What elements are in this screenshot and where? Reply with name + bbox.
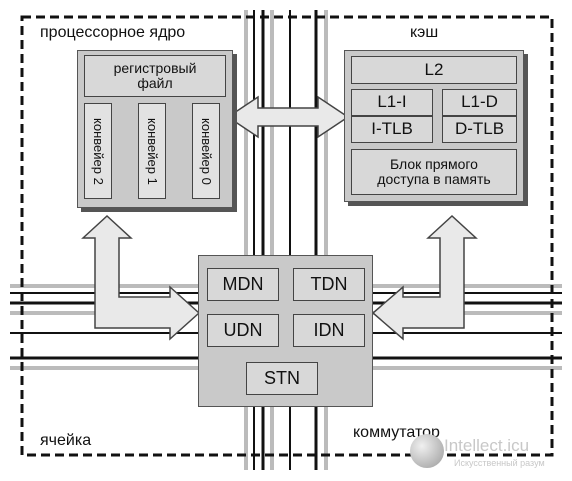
dma-label: Блок прямого доступа в память	[377, 155, 491, 187]
core-switch-arrow	[81, 214, 201, 341]
itlb-label: I-TLB	[371, 119, 413, 139]
network-mdn: MDN	[207, 268, 279, 301]
l2-cache: L2	[351, 56, 517, 84]
dma-unit: Блок прямого доступа в память	[351, 149, 517, 195]
l1i-cache: L1-I	[351, 89, 433, 116]
pipeline-2: конвейер 2	[84, 103, 112, 199]
network-mdn-label: MDN	[222, 273, 264, 294]
switch-block: MDN TDN UDN IDN STN	[198, 255, 373, 407]
dtlb: D-TLB	[442, 116, 517, 143]
processor-core-block: регистровый файл конвейер 2 конвейер 1 к…	[77, 50, 233, 208]
dtlb-label: D-TLB	[454, 119, 505, 139]
watermark-subtext: Искусственный разум	[454, 458, 545, 468]
cache-block: L2 L1-I I-TLB L1-D D-TLB Блок прямого до…	[344, 50, 524, 202]
register-file: регистровый файл	[84, 55, 226, 97]
l1d-cache: L1-D	[442, 89, 517, 116]
network-udn-label: UDN	[223, 319, 263, 340]
network-tdn: TDN	[293, 268, 365, 301]
pipeline-1: конвейер 1	[138, 103, 166, 199]
pipeline-0-label: конвейер 0	[199, 117, 215, 185]
l2-label: L2	[424, 59, 444, 79]
cache-switch-arrow	[371, 214, 478, 341]
pipeline-0: конвейер 0	[192, 103, 220, 199]
network-stn: STN	[246, 362, 318, 395]
processor-core-title: процессорное ядро	[40, 24, 186, 41]
itlb: I-TLB	[351, 116, 433, 143]
tile-label: ячейка	[40, 432, 92, 449]
register-file-label: регистровый файл	[113, 59, 197, 91]
watermark-logo-icon	[410, 434, 444, 468]
network-udn: UDN	[207, 314, 279, 347]
network-idn-label: IDN	[313, 319, 345, 340]
l1d-label: L1-D	[461, 92, 498, 112]
network-idn: IDN	[293, 314, 365, 347]
pipeline-1-label: конвейер 1	[145, 117, 161, 185]
pipeline-2-label: конвейер 2	[91, 117, 107, 185]
network-tdn-label: TDN	[310, 273, 348, 294]
l1i-label: L1-I	[377, 92, 407, 112]
watermark-text: Intellect.icu	[444, 436, 530, 455]
tile-border	[20, 15, 554, 457]
watermark: Intellect.icu Искусственный разум	[410, 432, 570, 472]
cache-title: кэш	[410, 24, 439, 41]
network-stn-label: STN	[264, 367, 300, 388]
